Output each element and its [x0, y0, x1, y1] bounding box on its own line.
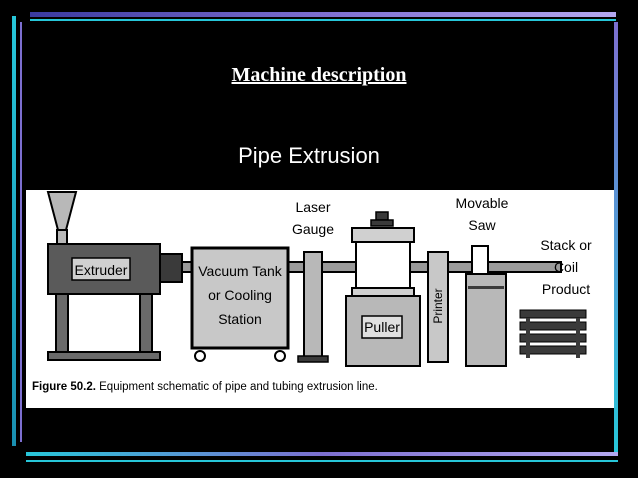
frame-top-bar	[30, 12, 616, 17]
caption-text: Equipment schematic of pipe and tubing e…	[99, 381, 378, 393]
extrusion-line-figure: Extruder Vacuum Tank or Cooling Station …	[26, 190, 614, 408]
frame-bottom-bar	[26, 452, 618, 456]
label-puller: Puller	[364, 319, 400, 335]
extruder-label-box	[71, 257, 131, 281]
label-vacuum-1: Vacuum Tank	[198, 263, 283, 279]
frame-top-bar-inner	[30, 19, 616, 21]
extruder-machine	[46, 191, 183, 361]
caption-figure-number: Figure 50.2.	[32, 381, 96, 393]
label-extruder: Extruder	[75, 262, 128, 278]
label-stack-3: Product	[542, 281, 590, 297]
laser-gauge	[297, 251, 329, 363]
label-vacuum-2: or Cooling	[208, 287, 272, 303]
label-vacuum-3: Station	[218, 311, 262, 327]
label-laser-1: Laser	[295, 199, 330, 215]
frame-right-bar	[614, 22, 618, 452]
puller	[345, 211, 421, 367]
hopper	[46, 191, 78, 231]
slide-title: Machine description	[0, 64, 638, 87]
slide-subtitle: Pipe Extrusion	[238, 143, 380, 168]
frame-bottom-bar-inner	[26, 460, 618, 462]
slide-title-text: Machine description	[231, 64, 407, 86]
label-saw-2: Saw	[468, 217, 496, 233]
label-saw-1: Movable	[456, 195, 509, 211]
label-stack-1: Stack or	[540, 237, 592, 253]
label-laser-2: Gauge	[292, 221, 334, 237]
extruder-die	[159, 253, 183, 283]
frame-left-bar-inner	[20, 22, 22, 442]
label-printer: Printer	[431, 288, 445, 323]
figure-caption: Figure 50.2. Equipment schematic of pipe…	[32, 381, 378, 393]
label-stack-2: Coil	[554, 259, 578, 275]
vacuum-tank	[190, 246, 290, 362]
printer	[427, 251, 449, 363]
movable-saw	[465, 245, 507, 367]
frame-left-bar	[12, 16, 16, 446]
stack-product	[519, 309, 587, 358]
extrusion-schematic: Extruder Vacuum Tank or Cooling Station …	[46, 191, 592, 367]
